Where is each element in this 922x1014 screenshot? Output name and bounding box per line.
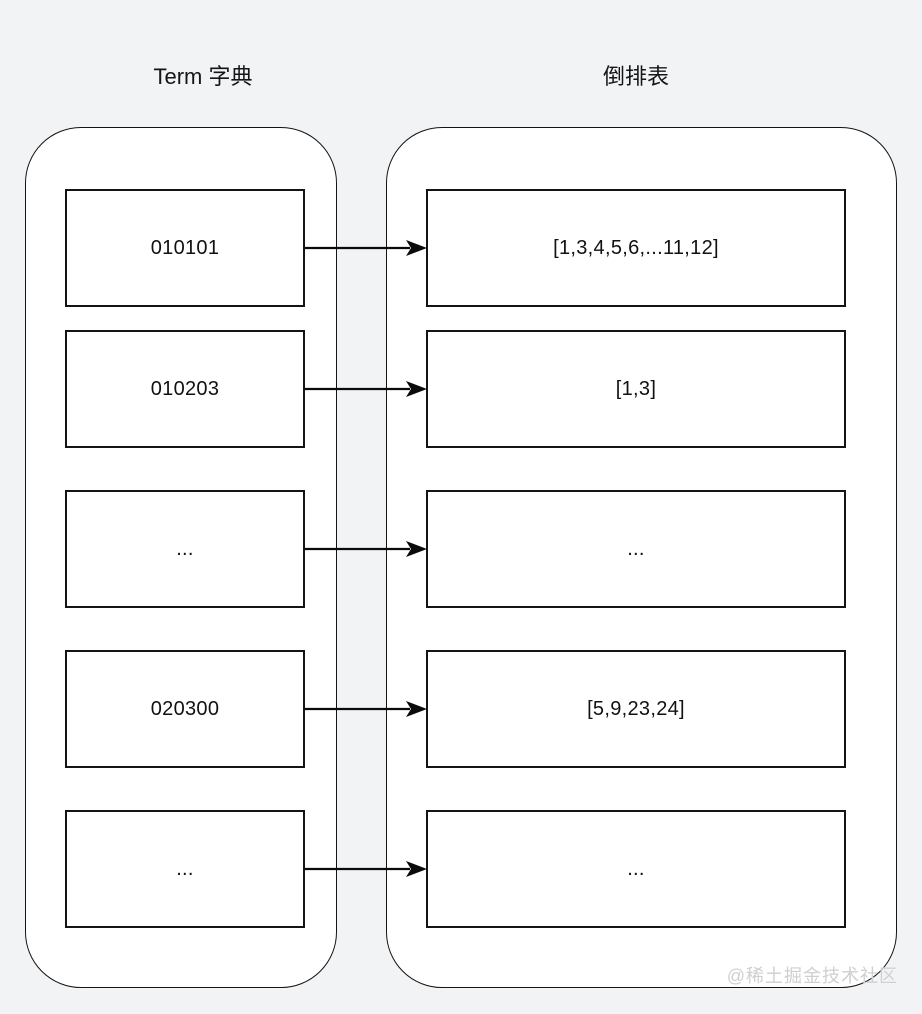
term-dictionary-title: Term 字典 [153, 64, 253, 89]
term-box-010101: 010101 [65, 189, 305, 307]
posting-list-box-ellipsis-1: ... [426, 490, 846, 608]
term-box-ellipsis-1: ... [65, 490, 305, 608]
posting-list-box-ellipsis-2: ... [426, 810, 846, 928]
term-box-020300: 020300 [65, 650, 305, 768]
inverted-list-title: 倒排表 [602, 64, 670, 89]
term-box-010203: 010203 [65, 330, 305, 448]
posting-list-box-3: [5,9,23,24] [426, 650, 846, 768]
posting-list-box-1: [1,3,4,5,6,...11,12] [426, 189, 846, 307]
posting-list-box-2: [1,3] [426, 330, 846, 448]
term-box-ellipsis-2: ... [65, 810, 305, 928]
watermark: @稀土掘金技术社区 [726, 966, 898, 986]
